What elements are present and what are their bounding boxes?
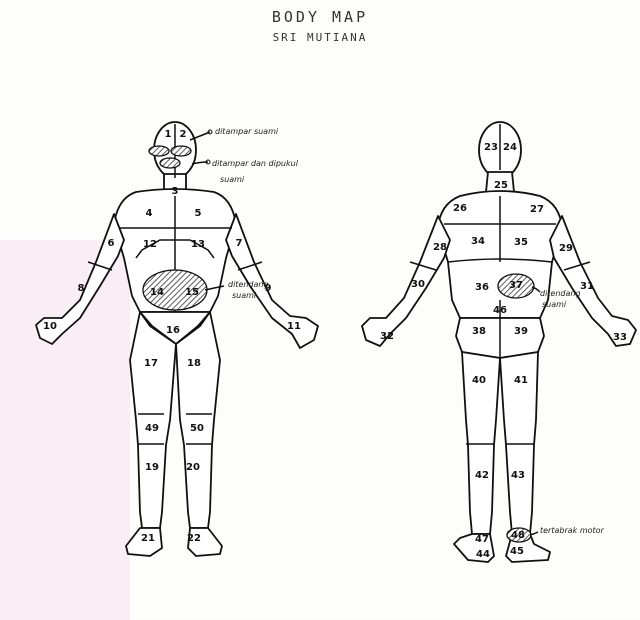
zone-36: 36	[475, 282, 489, 293]
zone-41: 41	[514, 375, 528, 386]
zone-48: 48	[511, 530, 525, 541]
zone-17: 17	[144, 358, 158, 369]
zone-16: 16	[166, 325, 180, 336]
annotation-face-slapped-hit-line2: suami	[220, 175, 245, 184]
zone-1: 1	[165, 129, 172, 140]
zone-20: 20	[186, 462, 200, 473]
zone-39: 39	[514, 326, 528, 337]
zone-32: 32	[380, 331, 394, 342]
zone-6: 6	[108, 238, 115, 249]
zone-28: 28	[433, 242, 447, 253]
zone-46: 46	[493, 305, 507, 316]
zone-2: 2	[180, 129, 187, 140]
front-face-injury-right	[171, 146, 191, 156]
zone-21: 21	[141, 533, 155, 544]
zone-44: 44	[476, 549, 490, 560]
zone-33: 33	[613, 332, 627, 343]
zone-25: 25	[494, 180, 508, 191]
zone-43: 43	[511, 470, 525, 481]
zone-35: 35	[514, 237, 528, 248]
zone-26: 26	[453, 203, 467, 214]
annotation-back-kicked: ditendang	[540, 289, 581, 298]
front-right-leg	[130, 312, 176, 528]
zone-5: 5	[195, 208, 202, 219]
zone-13: 13	[191, 239, 205, 250]
annotation-abdomen-kicked: ditendang	[228, 280, 269, 289]
zone-12: 12	[143, 239, 157, 250]
annotation-motor-hit: tertabrak motor	[540, 526, 605, 535]
zone-31: 31	[580, 281, 594, 292]
zone-40: 40	[472, 375, 486, 386]
zone-7: 7	[236, 238, 243, 249]
zone-14: 14	[150, 287, 164, 298]
zone-30: 30	[411, 279, 425, 290]
front-mouth-injury	[160, 158, 180, 168]
zone-18: 18	[187, 358, 201, 369]
zone-8: 8	[78, 283, 85, 294]
zone-47: 47	[475, 534, 489, 545]
zone-23: 23	[484, 142, 498, 153]
back-annotations: ditendang suami tertabrak motor	[540, 289, 605, 535]
annotation-face-slapped-hit: ditampar dan dipukul	[212, 159, 299, 168]
annotation-back-kicked-line2: suami	[542, 300, 567, 309]
zone-37: 37	[509, 280, 523, 291]
zone-34: 34	[471, 236, 485, 247]
zone-27: 27	[530, 204, 544, 215]
annotation-face-slapped: ditampar suami	[215, 127, 279, 136]
zone-11: 11	[287, 321, 301, 332]
zone-19: 19	[145, 462, 159, 473]
zone-10: 10	[43, 321, 57, 332]
annotation-abdomen-kicked-line2: suami	[232, 291, 257, 300]
zone-38: 38	[472, 326, 486, 337]
zone-4: 4	[146, 208, 153, 219]
zone-3: 3	[172, 186, 179, 197]
front-left-leg	[176, 312, 220, 528]
zone-50: 50	[190, 423, 204, 434]
zone-42: 42	[475, 470, 489, 481]
zone-45: 45	[510, 546, 524, 557]
zone-22: 22	[187, 533, 201, 544]
zone-15: 15	[185, 287, 199, 298]
back-left-arm	[362, 216, 450, 346]
zone-49: 49	[145, 423, 159, 434]
front-face-injury-left	[149, 146, 169, 156]
zone-24: 24	[503, 142, 517, 153]
zone-29: 29	[559, 243, 573, 254]
